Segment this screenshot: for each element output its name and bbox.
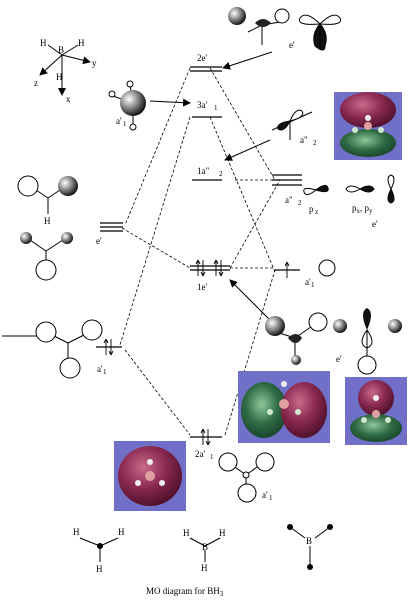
h-label-2: H (78, 38, 85, 48)
orbital-e-top-right (298, 14, 342, 51)
right-a2-orb-sub: 2 (313, 139, 317, 147)
orbital-a2-sketch (271, 109, 313, 140)
electrons-right-a1 (284, 261, 290, 278)
right-e-label: e' (372, 219, 378, 229)
arrow-1e (229, 279, 271, 321)
electrons-1e (195, 259, 224, 277)
orbital-2a1-sketch (218, 452, 275, 503)
arrow-3a1 (149, 98, 191, 107)
mo-levels (190, 66, 230, 438)
orbital-px (345, 185, 375, 193)
x-axis-label: x (66, 94, 71, 104)
diagram-caption: MO diagram for BH3 (146, 586, 224, 598)
level-2a1-sub: 1 (210, 453, 214, 461)
correlation-lines (119, 67, 281, 436)
b-only: B (306, 536, 312, 546)
arrow-2e (222, 51, 273, 70)
level-3a1-label: 3a' (197, 100, 207, 110)
left-a1-upper-sub: 1 (123, 120, 127, 128)
orbital-3a1 (108, 80, 146, 131)
h3-h1: H (73, 527, 80, 537)
orbital-py (387, 174, 395, 204)
orbital-1e-sketch-2 (333, 308, 402, 375)
orbital-1e-panel-b (345, 377, 407, 445)
left-a1-sub: 1 (103, 368, 107, 376)
bh3-h3: H (201, 563, 208, 573)
right-levels (272, 174, 302, 271)
right-a2-label: a" (285, 195, 293, 205)
orbital-2a1-panel (114, 441, 186, 511)
left-a1-label: a' (97, 364, 103, 374)
pz-sub: z (315, 208, 318, 216)
orbital-pz (303, 184, 329, 196)
h-label-3: H (56, 72, 63, 82)
h3-h2: H (118, 527, 125, 537)
right-a1-label: a' (305, 277, 311, 287)
orbital-left-a1 (35, 319, 103, 379)
level-1e-label: 1e' (197, 282, 207, 292)
pz-label: p (309, 204, 314, 214)
orbital-e-top-left (228, 7, 290, 45)
left-levels (96, 222, 123, 348)
h3-h3: H (96, 564, 103, 574)
right-a1-sub: 1 (311, 281, 315, 289)
right-a1-bottom-label: a' (262, 490, 268, 500)
axis-sketch: B H H H y z x (34, 38, 97, 104)
orbital-left-e-2 (20, 232, 73, 281)
level-3a1-sub: 1 (214, 104, 218, 112)
boron-s-orbital (318, 259, 336, 277)
z-axis-label: z (34, 78, 38, 88)
bh3-structure (189, 537, 221, 562)
right-a2-sub: 2 (298, 199, 302, 207)
right-a1-bottom-sub: 1 (269, 494, 273, 502)
arrow-1a2 (224, 139, 271, 161)
boron-label: B (58, 45, 64, 55)
orbital-1e-sketch-1 (265, 312, 328, 365)
level-1a2-sub: 2 (219, 170, 223, 178)
electrons-left-a1 (103, 338, 114, 356)
h-label-1: H (40, 38, 47, 48)
right-a2-orb-label: a" (300, 135, 308, 145)
level-2a1-label: 2a' (195, 449, 205, 459)
h-label-left: H (44, 216, 51, 226)
orbital-left-e-1 (17, 175, 78, 214)
pxpy-label: px, py (352, 203, 373, 215)
h3-structure (79, 537, 119, 562)
electrons-2a1 (200, 428, 211, 446)
bh3-h2: H (219, 528, 226, 538)
left-a1-upper-label: a' (116, 116, 122, 126)
right-e-mid-label: e' (336, 354, 342, 364)
right-e-top-label: e' (289, 40, 295, 50)
orbital-a2-panel (334, 92, 402, 160)
level-1a2-label: 1a" (197, 166, 209, 176)
bh3-h1: H (183, 528, 190, 538)
level-2e-label: 2e' (197, 53, 207, 63)
bh3-b: B (202, 542, 208, 552)
left-e-label: e' (96, 236, 102, 246)
y-axis-label: y (92, 58, 97, 68)
orbital-1e-panel-a (238, 371, 330, 443)
b-structure (287, 524, 333, 570)
